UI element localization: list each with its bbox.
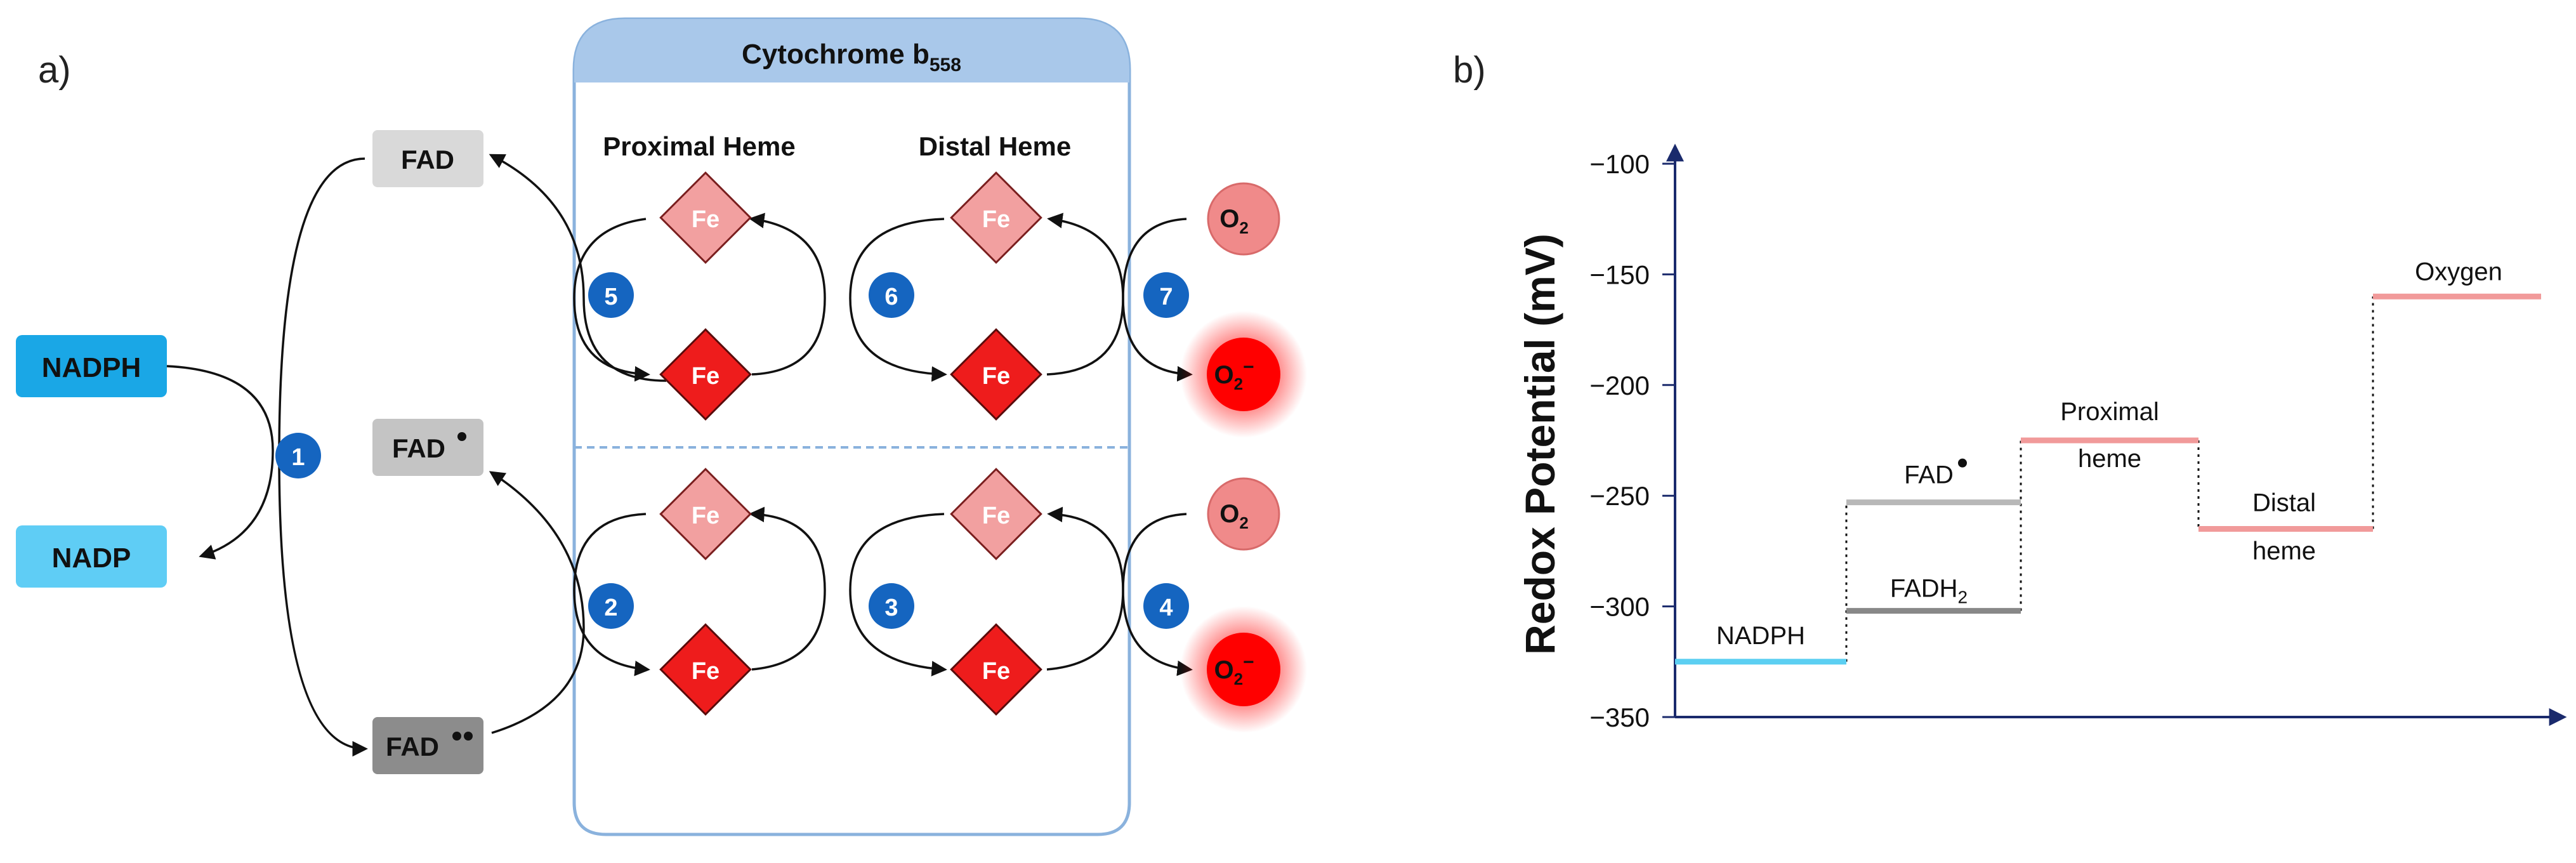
fad-reduced-label: FAD [386,732,439,761]
svg-text:1: 1 [291,444,305,471]
cytochrome-header [574,19,1129,82]
nadph-label: NADPH [42,352,141,383]
radical-dot [452,732,461,741]
svg-text:3: 3 [884,595,898,621]
y-ticks: −100 −150 −200 −250 −300 −350 [1589,149,1675,732]
o2-molecule: O2 [1207,182,1280,256]
step-6-marker: 6 [869,272,914,318]
svg-text:O2−: O2− [1214,357,1254,393]
fe-oxidized: Fe [950,171,1042,264]
fad-reduced-box [372,717,483,774]
svg-text:4: 4 [1159,595,1173,621]
panel-a-label: a) [38,49,71,91]
panel-b: b) Redox Potential (mV) −100 −150 −200 −250… [1453,49,2567,732]
nadp-box [16,525,167,588]
fe-reduced: Fe [950,328,1042,421]
step-1-marker: 1 [275,433,321,478]
level-label: Oxygen [2415,258,2502,286]
proximal-heme-heading: Proximal Heme [603,131,795,161]
svg-text:Fe: Fe [982,206,1010,233]
svg-text:Fe: Fe [982,363,1010,390]
svg-text:Fe: Fe [982,503,1010,529]
y-tick-label: −250 [1589,481,1650,511]
fe-oxidized: Fe [659,468,752,560]
fad-semiquinone-box [372,419,483,476]
o2-molecule: O2 [1207,477,1280,551]
superoxide-molecule: O2− [1180,606,1307,733]
y-tick-label: −100 [1589,149,1650,179]
fe-oxidized: Fe [950,468,1042,560]
svg-text:Fe: Fe [692,658,720,685]
svg-text:Fe: Fe [692,363,720,390]
svg-text:6: 6 [884,284,898,310]
fe-reduced: Fe [659,328,752,421]
step-7-marker: 7 [1143,272,1189,318]
fad-transfer-arrows [489,154,667,734]
svg-text:Fe: Fe [692,206,720,233]
radical-dot [1958,458,1967,468]
fad-box [372,130,483,187]
level-label: heme [2252,537,2316,565]
svg-text:7: 7 [1159,284,1173,310]
level-label: Distal [2252,489,2316,517]
radical-dot [464,732,473,741]
fe-reduced: Fe [950,623,1042,716]
fad-semiquinone-label: FAD [392,433,445,463]
step-markers: 1 2 3 4 5 6 7 [275,272,1189,629]
svg-text:2: 2 [604,595,617,621]
cytochrome-title: Cytochrome b558 [742,39,961,76]
svg-text:O2: O2 [1219,205,1249,237]
fe-diamonds: Fe Fe Fe Fe Fe Fe [659,171,1042,716]
heme-cycle-arrows [573,213,1193,676]
oxygen-species: O2 O2− O2 O2− [1180,182,1307,733]
svg-text:Fe: Fe [982,658,1010,685]
level-connectors [1845,296,2374,662]
panel-b-label: b) [1453,49,1486,91]
svg-text:5: 5 [604,284,617,310]
fe-reduced: Fe [659,623,752,716]
y-tick-label: −200 [1589,371,1650,400]
fad-label: FAD [401,145,454,175]
step-3-marker: 3 [869,583,914,629]
radical-dot [457,432,466,441]
nadp-label: NADP [52,543,131,574]
level-label: NADPH [1716,622,1805,650]
step-2-marker: 2 [588,583,634,629]
energy-levels: NADPHFADH2FADProximalhemeDistalhemeOxyge… [1675,258,2541,665]
svg-text:Fe: Fe [692,503,720,529]
y-tick-label: −350 [1589,702,1650,732]
y-tick-label: −150 [1589,260,1650,289]
y-tick-label: −300 [1589,592,1650,622]
fe-oxidized: Fe [659,171,752,264]
step-4-marker: 4 [1143,583,1189,629]
panel-a: a) Cytochrome b558 Proximal Heme Distal … [16,17,1307,836]
svg-text:O2: O2 [1219,500,1249,532]
nadph-box [16,335,167,397]
distal-heme-heading: Distal Heme [919,131,1071,161]
level-label: FAD [1904,461,1954,489]
y-axis-label: Redox Potential (mV) [1516,234,1563,655]
level-label: FADH2 [1890,575,1968,607]
level-label: heme [2078,445,2141,473]
cytochrome-box: Cytochrome b558 Proximal Heme Distal Hem… [572,17,1131,836]
step-5-marker: 5 [588,272,634,318]
superoxide-molecule: O2− [1180,311,1307,438]
svg-text:O2−: O2− [1214,652,1254,688]
level-label: Proximal [2060,398,2159,426]
chart-axes [1666,143,2567,726]
step-1-arrows [166,157,368,757]
